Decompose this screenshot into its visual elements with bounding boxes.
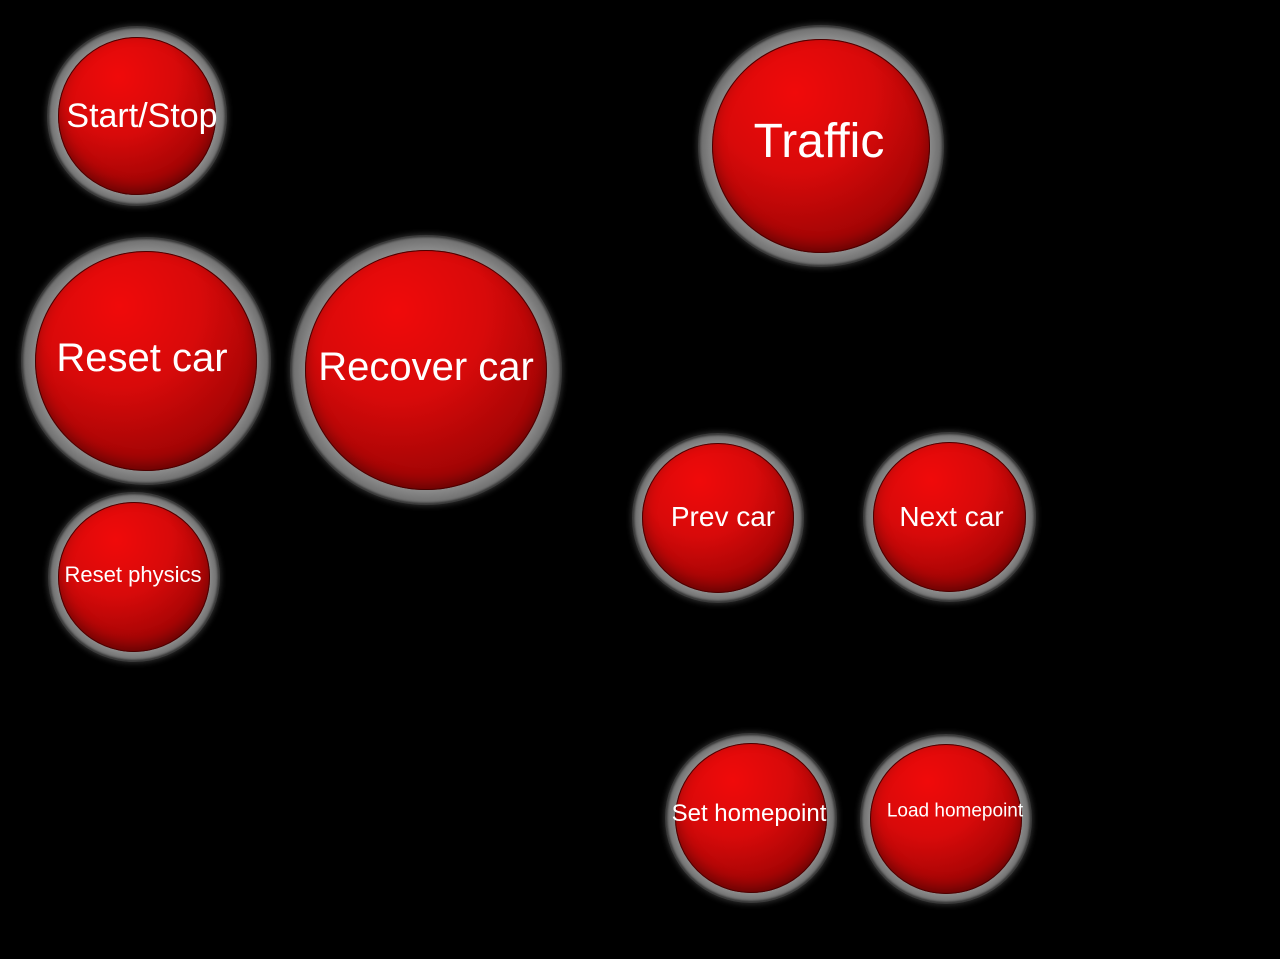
next-car-button-face [873, 442, 1026, 592]
prev-car-button[interactable]: Prev car [633, 434, 803, 602]
reset-car-button[interactable]: Reset car [22, 238, 270, 484]
prev-car-button-face [642, 443, 794, 593]
recover-car-button[interactable]: Recover car [291, 236, 561, 504]
set-homepoint-button[interactable]: Set homepoint [666, 734, 836, 902]
traffic-button-face [712, 39, 930, 253]
next-car-button[interactable]: Next car [864, 433, 1035, 601]
recover-car-button-face [305, 250, 547, 490]
load-homepoint-button[interactable]: Load homepoint [861, 735, 1031, 903]
traffic-button[interactable]: Traffic [699, 26, 943, 266]
start-stop-button-face [58, 37, 216, 195]
reset-physics-button[interactable]: Reset physics [49, 493, 219, 661]
start-stop-button[interactable]: Start/Stop [48, 27, 226, 205]
reset-physics-button-face [58, 502, 210, 652]
set-homepoint-button-face [675, 743, 827, 893]
load-homepoint-button-face [870, 744, 1022, 894]
reset-car-button-face [35, 251, 257, 471]
